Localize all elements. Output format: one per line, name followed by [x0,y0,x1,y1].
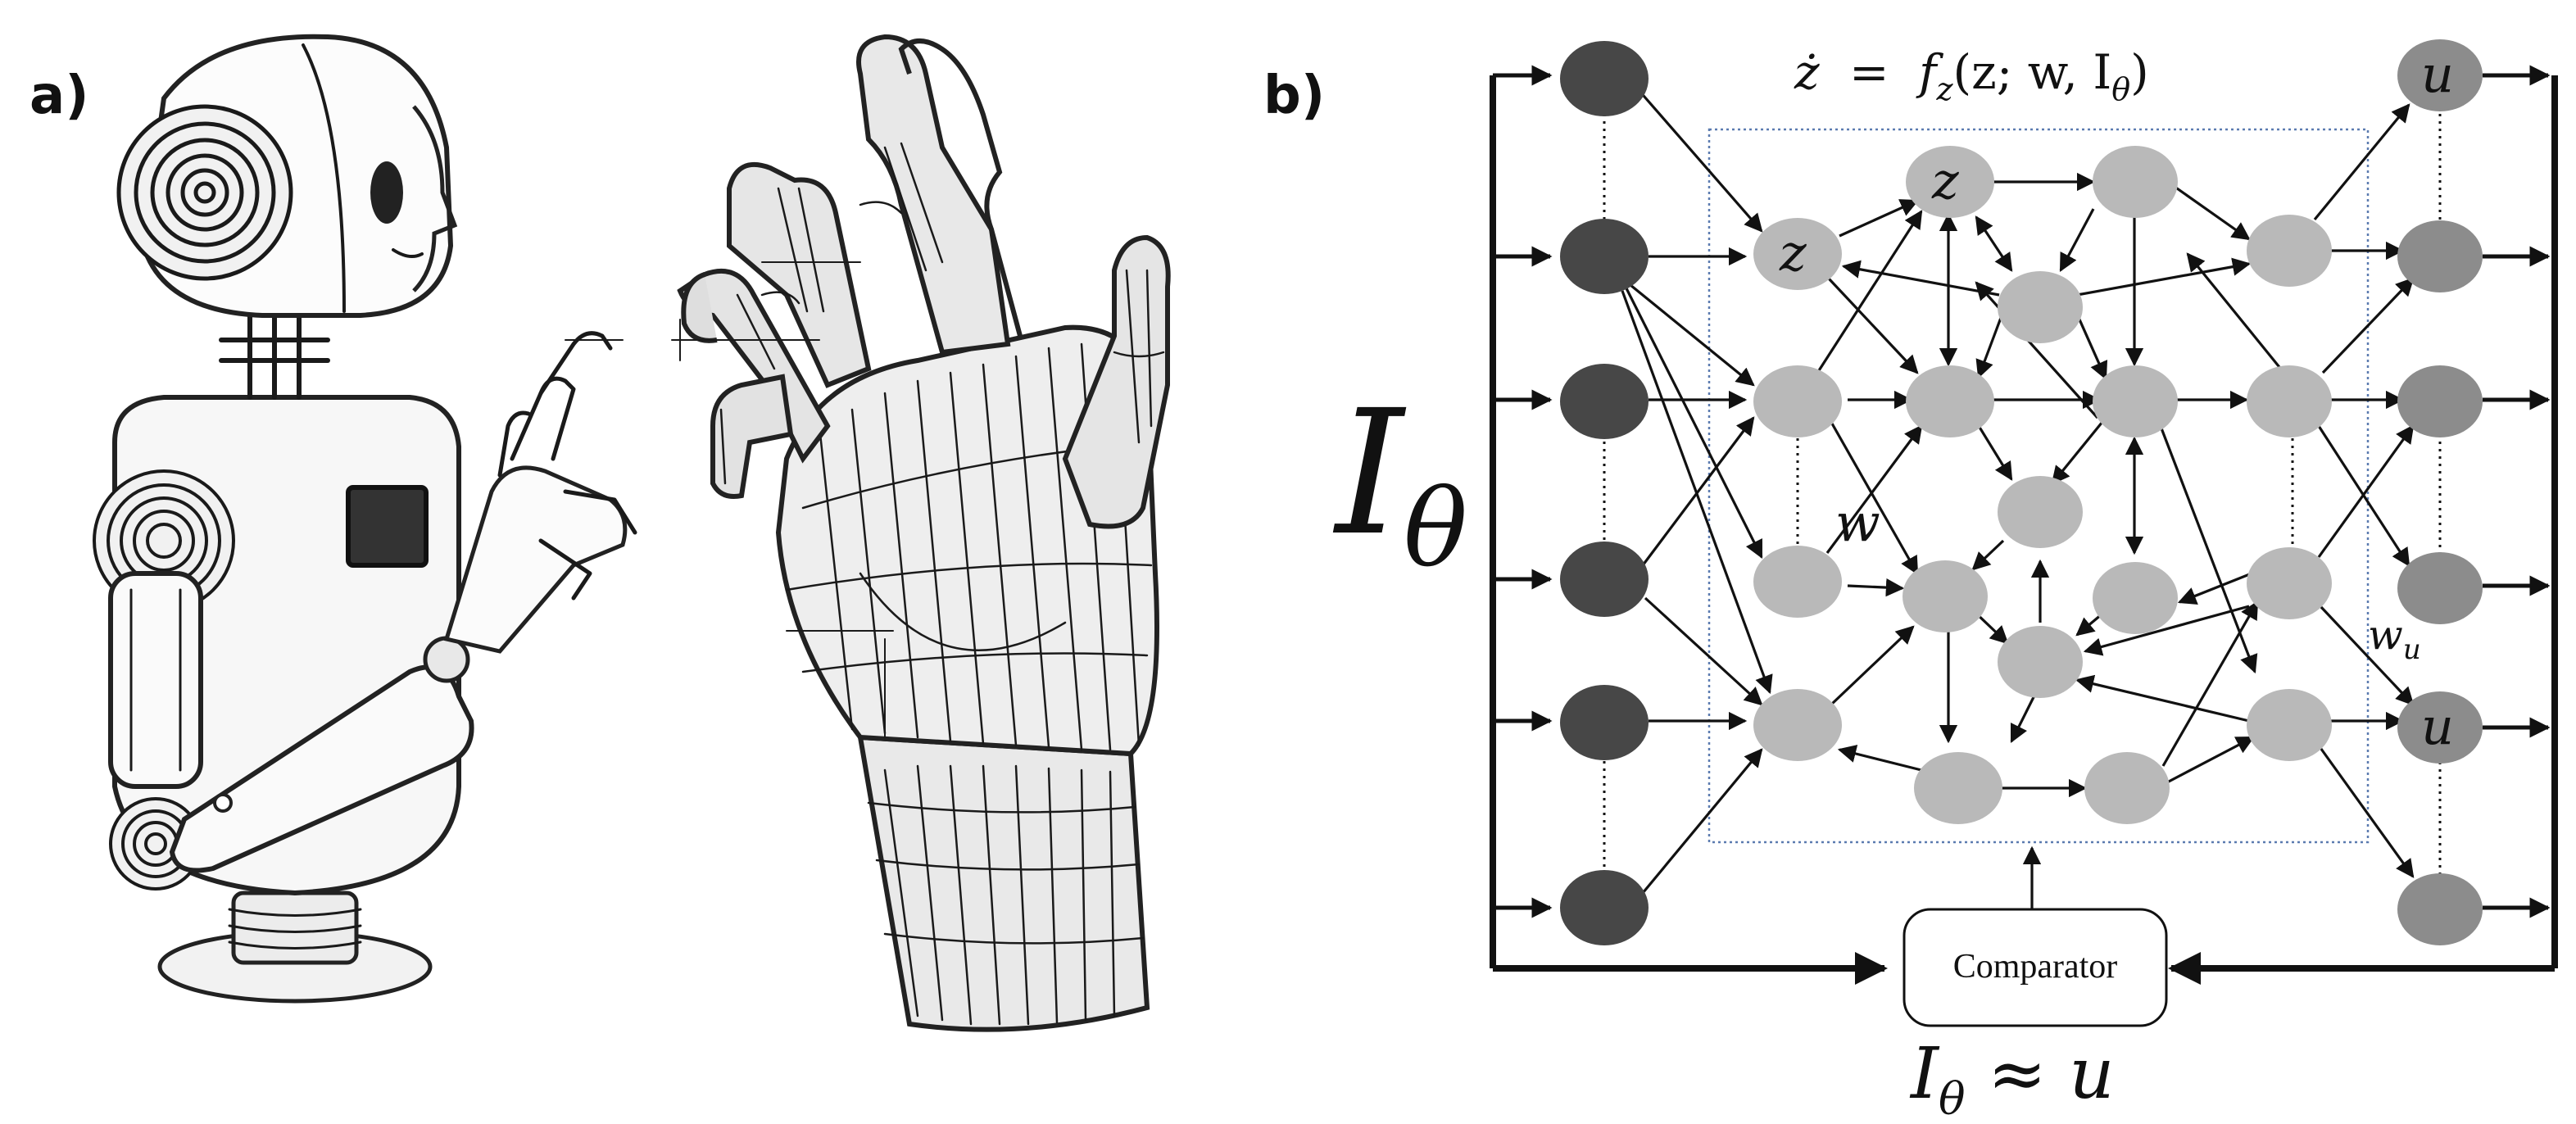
hidden-node [2247,365,2332,437]
weight-label-w: w [1835,493,1880,554]
output-nodes [2397,39,2483,945]
network-box [1708,128,2370,844]
output-bus [2168,65,2558,985]
node-label-z: z [1931,151,1959,211]
hidden-node [2084,752,2170,824]
hidden-node [2093,365,2178,437]
hidden-node [2247,547,2332,619]
node-label-z: z [1779,223,1807,283]
input-bus [1490,65,1888,985]
output-node [2397,220,2483,292]
network-edges [1621,88,2415,909]
node-label-u: u [2421,44,2454,104]
output-node-u [2397,39,2483,111]
hidden-node [1998,271,2083,343]
hidden-node [1914,752,2002,824]
panel-a-label: a) [29,66,88,126]
hidden-node [2247,215,2332,287]
hidden-node [1753,689,1842,761]
hidden-node [1998,476,2083,548]
input-node [1560,219,1649,294]
hidden-node [1906,365,1994,437]
hidden-node [1903,560,1988,632]
hidden-node [1753,365,1842,437]
comparator-box: Comparator [1903,908,2168,1027]
output-node [2397,552,2483,624]
input-node [1560,41,1649,116]
dynamics-equation: ż = fz(z; w, Iθ) [1794,44,2149,107]
hidden-node-z [1906,146,1994,218]
input-nodes [1560,41,1649,945]
hidden-node [2247,689,2332,761]
comparator-label: Comparator [1953,948,2118,986]
human-hand-illustration [565,34,1171,1032]
hidden-node [2093,146,2178,218]
panel-b-label: b) [1263,66,1325,126]
input-node [1560,685,1649,760]
input-node [1560,364,1649,439]
hidden-nodes [1753,146,2332,824]
robot-illustration [93,34,637,1004]
output-node [2397,365,2483,437]
output-node-u [2397,691,2483,764]
output-node [2397,873,2483,945]
input-label: Iθ [1332,373,1467,591]
hidden-node [2093,562,2178,634]
objective-label: Iθ ≈ u [1909,1033,2115,1124]
input-node [1560,542,1649,617]
weight-label-wu: wu [2368,611,2421,666]
input-node [1560,870,1649,945]
column-dotted-lines [1603,107,2442,877]
node-label-u: u [2421,696,2454,756]
hidden-node [1753,546,1842,618]
hidden-node [1998,626,2083,698]
hidden-node-z [1753,218,1842,290]
